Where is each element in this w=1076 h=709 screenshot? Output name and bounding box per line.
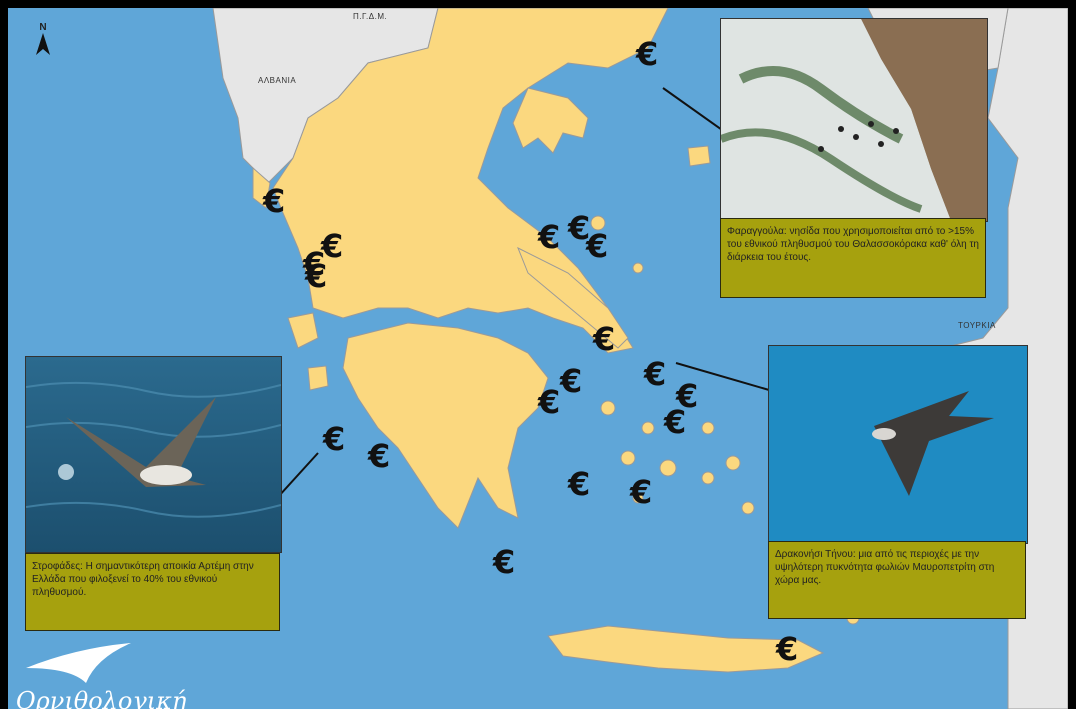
land-chalkidiki bbox=[512, 87, 589, 154]
photo-storm-petrel bbox=[768, 345, 1028, 544]
euro-marker[interactable]: € bbox=[303, 245, 326, 283]
logo-text: Ορνιθολογική bbox=[16, 687, 187, 709]
bird-logo-icon bbox=[26, 643, 131, 683]
land-zakynthos bbox=[307, 365, 329, 391]
euro-marker[interactable]: € bbox=[568, 465, 591, 503]
euro-marker[interactable]: € bbox=[560, 362, 583, 400]
euro-marker[interactable]: € bbox=[593, 320, 616, 358]
caption-east: Δρακονήσι Τήνου: μια από τις περιοχές με… bbox=[768, 541, 1026, 619]
land-corfu bbox=[252, 166, 271, 209]
euro-marker[interactable]: € bbox=[644, 355, 667, 393]
land-thasos bbox=[687, 145, 711, 167]
euro-marker[interactable]: € bbox=[305, 257, 328, 295]
euro-marker[interactable]: € bbox=[321, 227, 344, 265]
euro-marker[interactable]: € bbox=[630, 473, 653, 511]
photo-rocky-islet bbox=[720, 18, 988, 222]
euro-marker[interactable]: € bbox=[568, 209, 591, 247]
caption-west: Στροφάδες: Η σημαντικότερη αποικία Αρτέμ… bbox=[25, 553, 280, 631]
euro-marker[interactable]: € bbox=[776, 630, 799, 668]
euro-marker[interactable]: € bbox=[538, 383, 561, 421]
land-crete bbox=[547, 625, 825, 673]
land-greece-mainland bbox=[272, 8, 669, 354]
euro-marker[interactable]: € bbox=[664, 403, 687, 441]
land-kefalonia bbox=[287, 312, 319, 349]
photo-shearwater bbox=[25, 356, 282, 553]
euro-marker[interactable]: € bbox=[636, 35, 659, 73]
euro-marker[interactable]: € bbox=[493, 543, 516, 581]
land-peloponnese bbox=[342, 322, 549, 529]
logo: Ορνιθολογική bbox=[16, 638, 186, 709]
north-arrow-icon: N bbox=[36, 22, 50, 60]
euro-marker[interactable]: € bbox=[586, 227, 609, 265]
land-euboea bbox=[517, 246, 629, 349]
north-label: N bbox=[39, 22, 47, 33]
euro-marker[interactable]: € bbox=[323, 420, 346, 458]
label-turkey: ΤΟΥΡΚΙΑ bbox=[958, 321, 996, 330]
euro-marker[interactable]: € bbox=[538, 218, 561, 256]
map[interactable]: Π.Γ.Δ.Μ. ΑΛΒΑΝΙΑ ΤΟΥΡΚΙΑ N € € € € € € €… bbox=[8, 8, 1068, 709]
euro-marker[interactable]: € bbox=[676, 377, 699, 415]
label-fyrom: Π.Γ.Δ.Μ. bbox=[353, 12, 388, 21]
caption-northeast: Φαραγγούλα: νησίδα που χρησιμοποιείται α… bbox=[720, 218, 986, 298]
label-albania: ΑΛΒΑΝΙΑ bbox=[258, 76, 297, 85]
euro-marker[interactable]: € bbox=[368, 437, 391, 475]
euro-marker[interactable]: € bbox=[263, 182, 286, 220]
